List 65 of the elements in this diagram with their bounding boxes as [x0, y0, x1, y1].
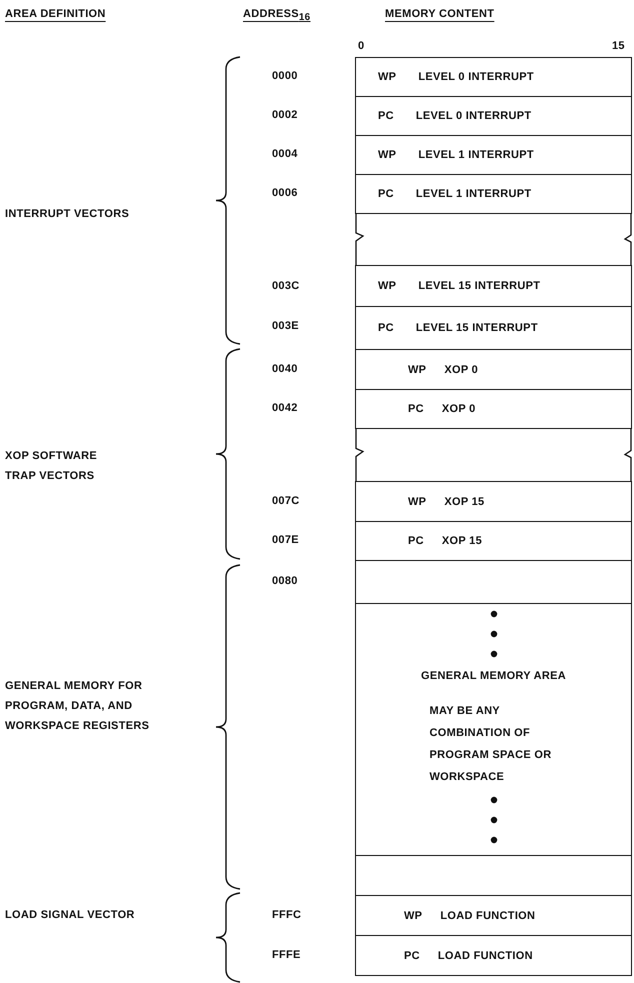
register-label: PC	[408, 535, 424, 547]
address-label: 0080	[272, 575, 298, 587]
column-heading: AREA DEFINITION	[5, 8, 106, 20]
vector-label: XOP 15	[442, 535, 482, 547]
vector-label: LEVEL 0 INTERRUPT	[416, 110, 532, 122]
address-label: 0042	[272, 402, 298, 414]
bit-number: 0	[358, 40, 364, 52]
memory-cell	[355, 895, 632, 936]
address-label: FFFC	[272, 909, 302, 921]
column-heading: ADDRESS$_{16}$	[243, 8, 310, 20]
register-label: PC	[378, 322, 394, 334]
area-description: MAY BE ANY COMBINATION OF PROGRAM SPACE OR WORKSPACE	[430, 704, 552, 785]
memory-cell	[355, 603, 632, 856]
area-label: GENERAL MEMORY FOR PROGRAM, DATA, AND WORKSPACE REGISTERS	[5, 679, 150, 734]
vector-label: LEVEL 15 INTERRUPT	[418, 280, 540, 292]
area-title: GENERAL MEMORY AREA	[420, 670, 566, 682]
address-label: 0004	[272, 148, 298, 160]
register-label: WP	[378, 280, 396, 292]
register-label: WP	[378, 149, 396, 161]
register-label: WP	[378, 71, 396, 83]
memory-break-cell	[355, 213, 632, 266]
memory-break-cell	[355, 428, 632, 482]
vector-label: XOP 15	[444, 496, 484, 508]
register-label: WP	[408, 364, 426, 376]
vector-label: XOP 0	[442, 403, 476, 415]
memory-cell	[355, 855, 632, 896]
address-label: 003C	[272, 280, 300, 292]
memory-cell	[355, 135, 632, 175]
register-label: PC	[378, 110, 394, 122]
address-label: 0006	[272, 187, 298, 199]
vector-label: LEVEL 1 INTERRUPT	[418, 149, 534, 161]
column-heading: MEMORY CONTENT	[385, 8, 494, 20]
vector-label: LOAD FUNCTION	[440, 910, 536, 922]
memory-cell	[355, 265, 632, 307]
register-label: WP	[408, 496, 426, 508]
memory-cell	[355, 389, 632, 429]
vector-label: XOP 0	[444, 364, 478, 376]
address-label: 0002	[272, 109, 298, 121]
memory-cell	[355, 349, 632, 390]
address-label: 0040	[272, 363, 298, 375]
register-label: WP	[404, 910, 422, 922]
memory-cell	[355, 521, 632, 561]
vector-label: LEVEL 1 INTERRUPT	[416, 188, 532, 200]
address-label: 0000	[272, 70, 298, 82]
memory-cell	[355, 57, 632, 97]
area-label: XOP SOFTWARE TRAP VECTORS	[5, 449, 98, 484]
address-label: FFFE	[272, 949, 301, 961]
address-label: 007E	[272, 534, 299, 546]
memory-cell	[355, 935, 632, 976]
memory-cell	[355, 481, 632, 522]
area-label: LOAD SIGNAL VECTOR	[5, 908, 135, 923]
address-label: 007C	[272, 495, 300, 507]
area-label: INTERRUPT VECTORS	[5, 207, 130, 222]
bit-number: 15	[612, 40, 625, 52]
register-label: PC	[404, 950, 420, 962]
register-label: PC	[408, 403, 424, 415]
memory-cell	[355, 306, 632, 350]
address-label: 003E	[272, 320, 299, 332]
memory-cell	[355, 560, 632, 604]
vector-label: LOAD FUNCTION	[438, 950, 533, 962]
register-label: PC	[378, 188, 394, 200]
memory-cell	[355, 174, 632, 214]
memory-cell	[355, 96, 632, 136]
vector-label: LEVEL 15 INTERRUPT	[416, 322, 538, 334]
vector-label: LEVEL 0 INTERRUPT	[418, 71, 534, 83]
